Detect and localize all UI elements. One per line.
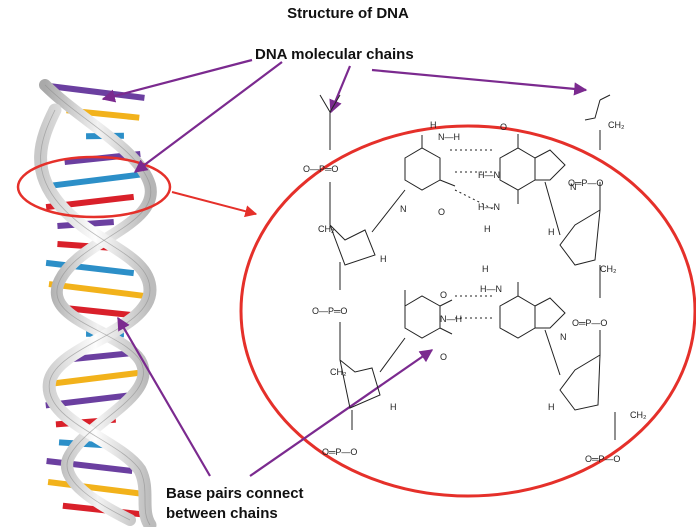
backbone-strand-a <box>45 85 151 520</box>
arrow-to-chain-right <box>372 70 586 90</box>
atom-o: O <box>440 290 447 300</box>
atom-n: N <box>400 204 407 214</box>
molecule-highlight-ellipse <box>241 126 695 496</box>
atom-labels: H N—H N O O H—N H—N H N H H—N N—H O O N … <box>303 120 647 464</box>
atom-o: O <box>440 352 447 362</box>
base-pairs-label-line-1: Base pairs connect <box>166 484 304 504</box>
base-pairs-label-line-2: between chains <box>166 504 304 524</box>
atom-nh: N—H <box>438 132 460 142</box>
phosphate-right-2: O═P—O <box>572 318 607 328</box>
atom-o: O <box>438 207 445 217</box>
atom-nh: N—H <box>440 314 462 324</box>
arrow-to-helix-mid <box>135 62 282 172</box>
atom-h: H <box>482 264 489 274</box>
zoom-arrow <box>172 192 256 214</box>
atom-h: H <box>548 402 555 412</box>
helix-backbone <box>41 85 151 525</box>
atom-n: N <box>560 332 567 342</box>
phosphate-left-3: O═P—O <box>322 447 357 457</box>
atom-ch2: CH₂ <box>330 367 347 377</box>
atom-h: H <box>380 254 387 264</box>
atom-h: H <box>430 120 437 130</box>
phosphate-left-2: O—P═O <box>312 306 347 316</box>
base-pair-rung <box>48 482 144 494</box>
atom-o: O <box>500 122 507 132</box>
atom-hn: H—N <box>478 170 500 180</box>
diagram-title: Structure of DNA <box>0 4 696 23</box>
atom-hn: H—N <box>478 202 500 212</box>
atom-ch2: CH₂ <box>630 410 647 420</box>
atom-h: H <box>484 224 491 234</box>
atom-ch2: CH₂ <box>318 224 335 234</box>
atom-hn: H—N <box>480 284 502 294</box>
guanine-rings <box>500 134 565 235</box>
base-pair-rung <box>47 461 133 471</box>
base-pair-rung <box>50 372 145 384</box>
phosphate-right-1: O═P—O <box>568 178 603 188</box>
arrow-to-helix-top <box>103 60 252 99</box>
molecular-chains-label: DNA molecular chains <box>255 45 414 64</box>
base-pair-rung <box>49 174 144 186</box>
label-arrows <box>103 60 586 476</box>
base-pairs-label: Base pairs connect between chains <box>166 484 304 524</box>
phosphate-left-1: O—P═O <box>303 164 338 174</box>
atom-h: H <box>548 227 555 237</box>
cytosine-ring <box>372 135 455 232</box>
atom-ch2: CH₂ <box>608 120 625 130</box>
adenine-rings <box>500 282 565 375</box>
phosphate-right-3: O═P—O <box>585 454 620 464</box>
atom-h: H <box>390 402 397 412</box>
atom-ch2: CH₂ <box>600 264 617 274</box>
